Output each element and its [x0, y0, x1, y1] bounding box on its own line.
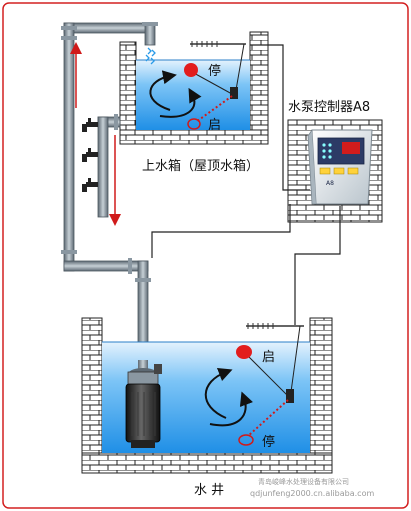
- tap-icon-1: [82, 118, 98, 132]
- well-float-switch: [236, 323, 304, 446]
- well-circulation-arrow: [204, 367, 233, 419]
- control-wires: [151, 44, 341, 325]
- tap-icon-3: [82, 178, 98, 192]
- upper-stop-label: 停: [208, 63, 221, 79]
- upper-circulation-arrow: [149, 70, 177, 111]
- water-spray-icon: [145, 47, 156, 65]
- controller-display: [342, 142, 360, 154]
- well: [81, 317, 333, 474]
- pump-controller-device: A8: [307, 129, 373, 205]
- upper-float-weight: [230, 87, 238, 99]
- upper-tank-label: 上水箱（屋顶水箱）: [142, 158, 259, 174]
- controller-label: 水泵控制器A8: [288, 100, 370, 115]
- tap-icons: [82, 118, 98, 192]
- watermark-url: qdjunfeng2000.cn.alibaba.com: [250, 489, 374, 498]
- well-start-label: 启: [262, 350, 275, 365]
- pipe-network: [61, 22, 158, 374]
- upper-float-ball-top: [184, 63, 198, 77]
- upper-float-ball-bottom: [187, 118, 201, 130]
- well-float-ball-top: [236, 345, 252, 359]
- svg-text:A8: A8: [326, 180, 334, 187]
- upper-float-switch: [184, 41, 246, 130]
- upper-start-label: 启: [208, 118, 221, 133]
- submersible-pump: [125, 360, 161, 448]
- upper-tank: [119, 31, 269, 145]
- pump-cable-clamp: [154, 364, 162, 374]
- tap-icon-2: [82, 148, 98, 162]
- well-float-ball-bottom: [238, 434, 254, 446]
- well-circulation-arrow-2: [209, 391, 254, 427]
- well-label: 水 井: [194, 483, 224, 498]
- upper-circulation-arrow-2: [159, 87, 202, 118]
- well-float-weight: [286, 389, 294, 403]
- well-stop-label: 停: [262, 434, 275, 450]
- watermark-company: 青岛峻峰水处理设备有限公司: [258, 477, 349, 486]
